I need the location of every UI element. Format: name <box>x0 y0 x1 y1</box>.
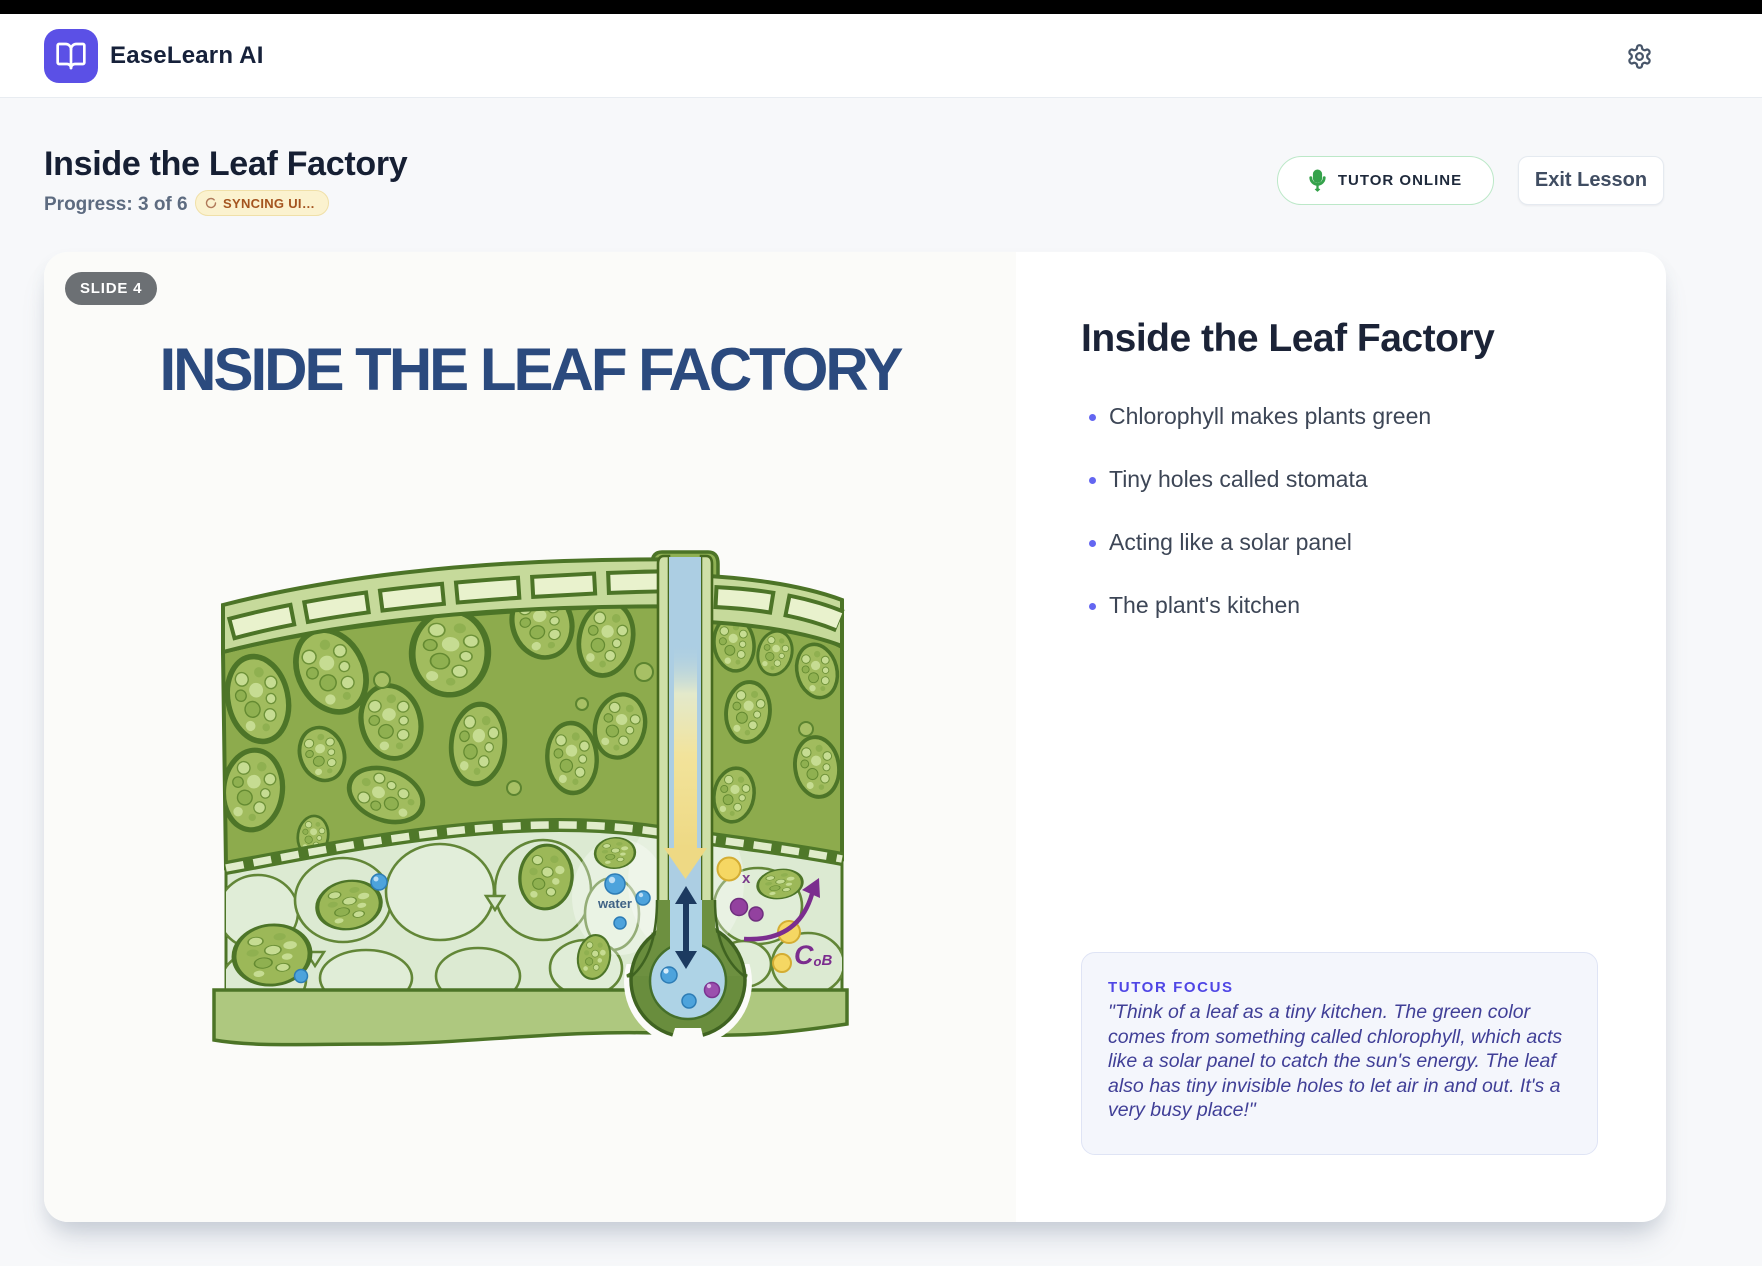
svg-text:CoB: CoB <box>794 940 832 970</box>
svg-text:x: x <box>742 870 751 887</box>
svg-text:water: water <box>597 896 632 911</box>
